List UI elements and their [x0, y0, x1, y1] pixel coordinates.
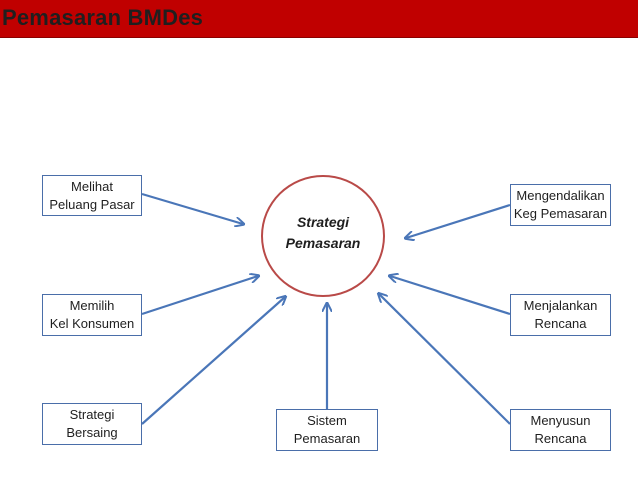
node-sistem-pemasaran: Sistem Pemasaran — [276, 409, 378, 451]
center-label-line1: Strategi — [296, 214, 350, 230]
arrow-menjalankan — [390, 276, 511, 316]
node-label-line1: Memilih — [69, 298, 115, 313]
node-mengendalikan-keg-pemasaran: Mengendalikan Keg Pemasaran — [510, 184, 611, 226]
node-strategi-bersaing: Strategi Bersaing — [42, 403, 142, 445]
arrow-mengendalikan — [406, 203, 511, 238]
node-label-line1: Mengendalikan — [516, 188, 605, 203]
node-label-line1: Melihat — [71, 178, 113, 194]
page-title: Pemasaran BMDes — [2, 5, 204, 30]
node-label-line1: Sistem — [307, 413, 347, 428]
arrow-menyusun — [379, 294, 511, 425]
arrow-memilih — [141, 276, 258, 316]
node-label-line2: Bersaing — [66, 425, 118, 440]
node-label-line1: Menyusun — [530, 413, 591, 428]
node-label-line2: Rencana — [534, 431, 587, 446]
node-menyusun-rencana: Menyusun Rencana — [510, 409, 611, 451]
node-label-line2: Rencana — [534, 316, 587, 331]
node-menjalankan-rencana: Menjalankan Rencana — [510, 294, 611, 336]
node-label-line2: Pemasaran — [293, 431, 361, 446]
node-label-line1: Menjalankan — [523, 298, 598, 313]
arrow-strategi-bersaing — [141, 297, 285, 425]
node-label-line2: Peluang Pasar — [49, 196, 135, 212]
arrow-melihat — [141, 192, 243, 224]
node-label-line1: Strategi — [69, 407, 115, 422]
title-bar: Pemasaran BMDes — [0, 0, 638, 38]
node-memilih-kel-konsumen: Memilih Kel Konsumen — [42, 294, 142, 336]
node-label-line2: Keg Pemasaran — [513, 206, 608, 221]
center-circle — [261, 175, 385, 297]
node-label-line2: Kel Konsumen — [49, 316, 135, 331]
center-label: Strategi Pemasaran — [261, 212, 385, 254]
node-melihat-peluang-pasar: Melihat Peluang Pasar — [42, 175, 142, 216]
center-label-line2: Pemasaran — [285, 235, 361, 251]
